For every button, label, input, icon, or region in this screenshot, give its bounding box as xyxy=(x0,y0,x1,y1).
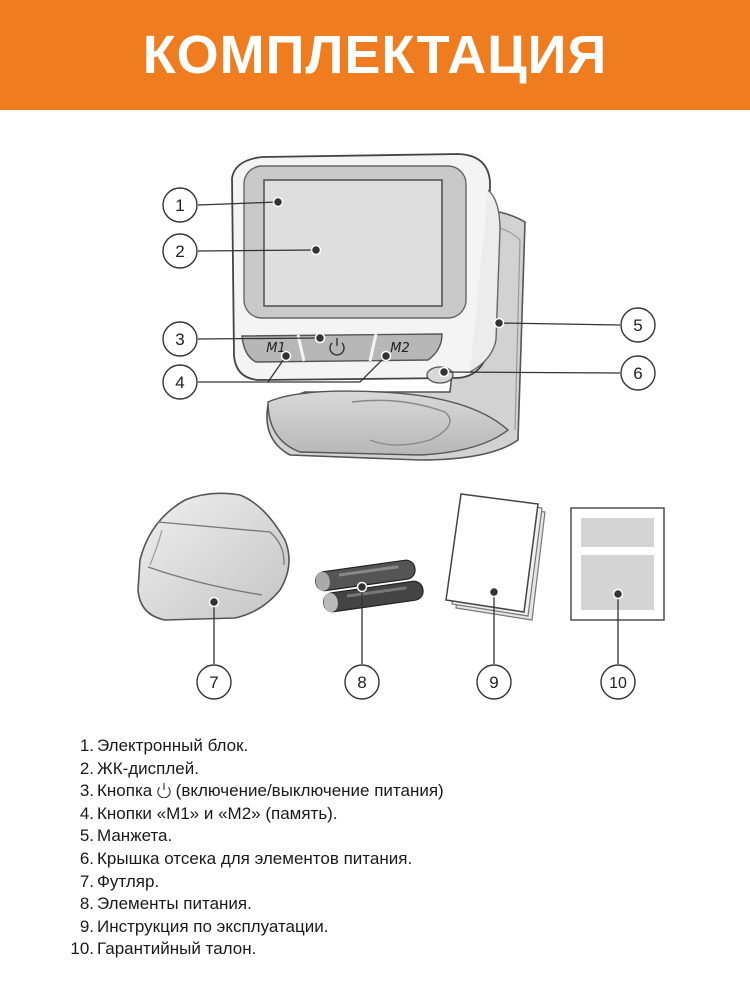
power-icon xyxy=(329,338,345,356)
legend-item: 8.Элементы питания. xyxy=(52,893,732,916)
callout-3-label: 3 xyxy=(175,330,184,349)
leader-lines xyxy=(197,196,624,664)
legend-number: 1. xyxy=(79,736,94,755)
page-title: КОМПЛЕКТАЦИЯ xyxy=(142,25,608,85)
callout-10: 10 xyxy=(600,664,636,700)
power-icon xyxy=(157,783,171,799)
lcd-display xyxy=(263,179,443,307)
legend-item: 9.Инструкция по эксплуатации. xyxy=(52,916,732,939)
legend-text-after: (включение/выключение питания) xyxy=(170,781,444,801)
callout-6-label: 6 xyxy=(633,364,642,383)
callout-8-label: 8 xyxy=(357,673,366,692)
legend-item: 5.Манжета. xyxy=(52,825,732,848)
instruction-booklet xyxy=(445,493,546,621)
callout-10-label: 10 xyxy=(609,675,627,692)
callout-3: 3 xyxy=(162,321,198,357)
legend-number: 9. xyxy=(79,916,94,936)
legend-number: 5. xyxy=(79,826,94,846)
component-legend: 1.Электронный блок. 2.ЖК-дисплей. 3.Кноп… xyxy=(52,735,732,961)
m2-button-label: M2 xyxy=(390,341,410,356)
callout-1-label: 1 xyxy=(175,196,184,215)
kit-diagram: M1 M2 xyxy=(137,153,665,700)
m1-button-label: M1 xyxy=(266,341,286,356)
legend-number: 2. xyxy=(79,758,94,778)
callout-9-label: 9 xyxy=(489,673,498,692)
legend-text: Кнопки «M1» и «M2» (память). xyxy=(97,803,338,823)
legend-text: Крышка отсека для элементов питания. xyxy=(97,848,413,868)
legend-text: Электронный блок. xyxy=(97,736,249,755)
callout-7-label: 7 xyxy=(209,673,218,692)
legend-text: ЖК-дисплей. xyxy=(97,758,199,778)
legend-item: 6.Крышка отсека для элементов питания. xyxy=(52,848,732,871)
callout-2: 2 xyxy=(162,233,198,269)
storage-case xyxy=(137,492,290,621)
legend-number: 6. xyxy=(79,848,94,868)
legend-item: 4.Кнопки «M1» и «M2» (память). xyxy=(52,803,732,826)
header-banner xyxy=(0,0,750,110)
legend-text: Элементы питания. xyxy=(97,894,252,914)
cuff-strap xyxy=(266,207,526,461)
callout-5-label: 5 xyxy=(633,316,642,335)
legend-number: 8. xyxy=(79,894,94,914)
callout-8: 8 xyxy=(344,664,380,700)
callout-5: 5 xyxy=(620,307,656,343)
legend-text: Манжета. xyxy=(97,826,173,846)
callout-9: 9 xyxy=(476,664,512,700)
electronic-unit: M1 M2 xyxy=(231,153,501,384)
callout-1: 1 xyxy=(162,187,198,223)
callout-2-label: 2 xyxy=(175,242,184,261)
legend-number: 7. xyxy=(79,871,94,891)
legend-item: 3.Кнопка (включение/выключение питания) xyxy=(52,780,732,803)
legend-text: Гарантийный талон. xyxy=(97,939,257,959)
legend-number: 3. xyxy=(79,781,94,801)
callout-7: 7 xyxy=(196,664,232,700)
legend-item: 2.ЖК-дисплей. xyxy=(52,758,732,781)
legend-text: Футляр. xyxy=(97,871,160,891)
legend-number: 10. xyxy=(70,939,94,959)
legend-text: Кнопка (включение/выключение питания) xyxy=(97,780,732,803)
legend-text-before: Кнопка xyxy=(97,781,157,801)
callout-4: 4 xyxy=(162,364,198,400)
batteries xyxy=(315,559,424,613)
legend-text: Инструкция по эксплуатации. xyxy=(97,916,329,936)
callout-6: 6 xyxy=(620,355,656,391)
legend-number: 4. xyxy=(79,803,94,823)
legend-item: 10.Гарантийный талон. xyxy=(52,938,732,961)
legend-item: 1.Электронный блок. xyxy=(52,735,732,758)
legend-item: 7.Футляр. xyxy=(52,871,732,894)
callout-4-label: 4 xyxy=(175,373,184,392)
